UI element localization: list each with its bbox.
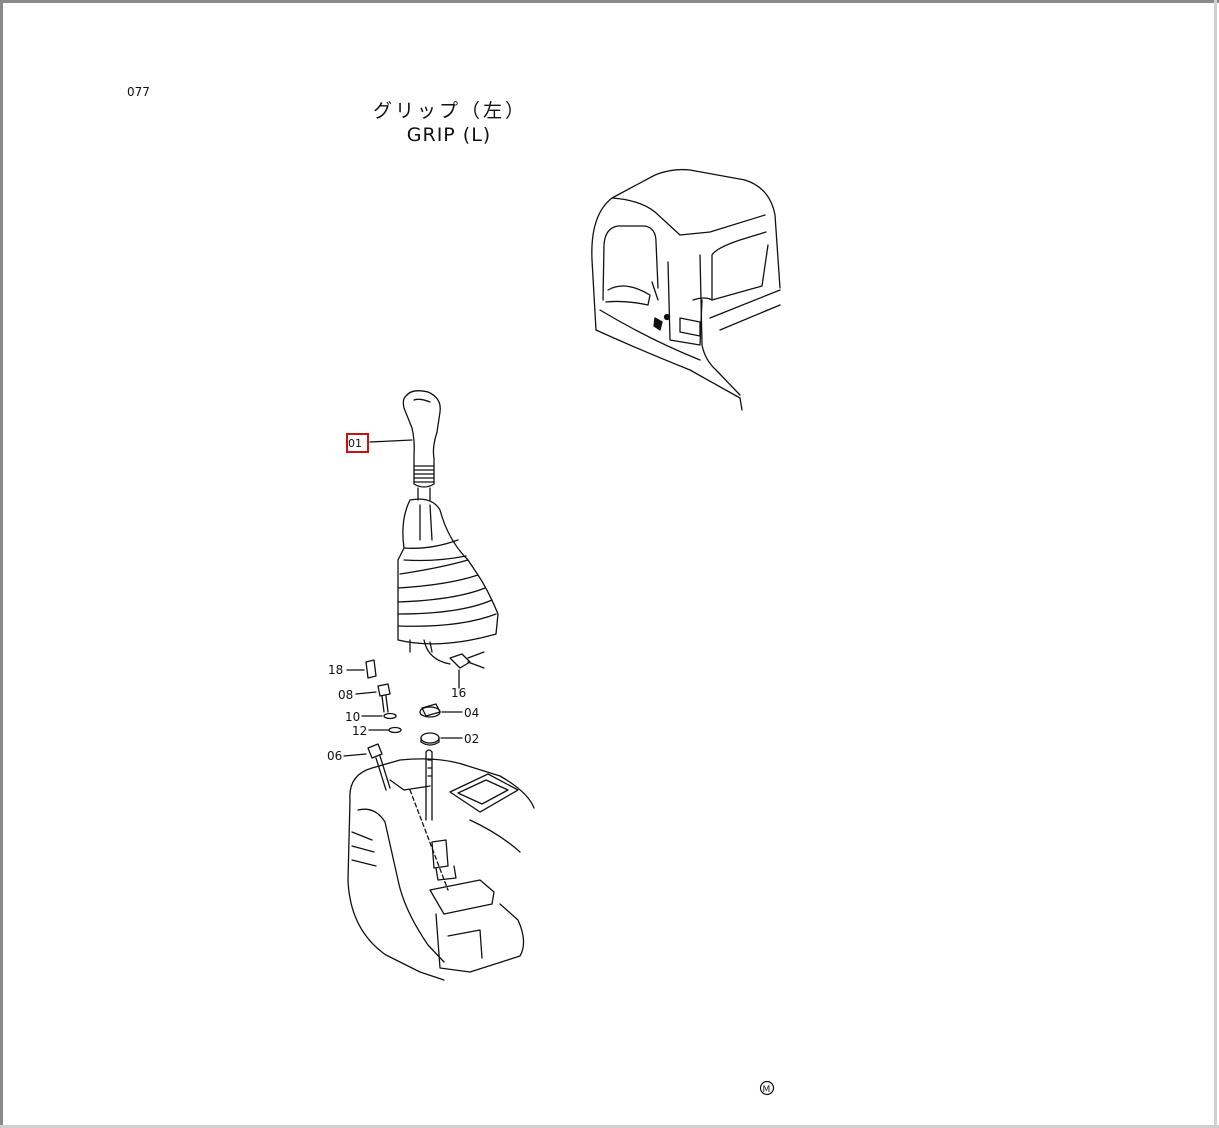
callout-16: 16 (451, 686, 466, 700)
viewer-border-left (0, 0, 3, 1128)
rubber-boot (397, 498, 499, 689)
callout-06: 06 (327, 749, 342, 763)
control-console (347, 749, 535, 981)
revision-mark-circle (759, 1080, 775, 1096)
viewer-border-right (1214, 0, 1217, 1128)
callout-10: 10 (345, 710, 360, 724)
viewer-border-bottom (0, 1125, 1219, 1128)
title-english: GRIP (L) (406, 124, 492, 146)
grip-knob (402, 390, 441, 501)
callout-08: 08 (338, 688, 353, 702)
callout-12: 12 (352, 724, 367, 738)
page-number: 077 (127, 85, 150, 99)
callout-18: 18 (328, 663, 343, 677)
callout-04: 04 (464, 706, 479, 720)
title-japanese: グリップ（左） (372, 100, 527, 122)
cab-illustration (591, 168, 781, 411)
callout-02: 02 (464, 732, 479, 746)
callout-01: 01 (348, 437, 362, 450)
small-parts (343, 439, 463, 791)
selected-callout-highlight[interactable] (346, 433, 369, 453)
revision-mark: M (763, 1085, 771, 1095)
viewer-border-top (0, 0, 1219, 3)
